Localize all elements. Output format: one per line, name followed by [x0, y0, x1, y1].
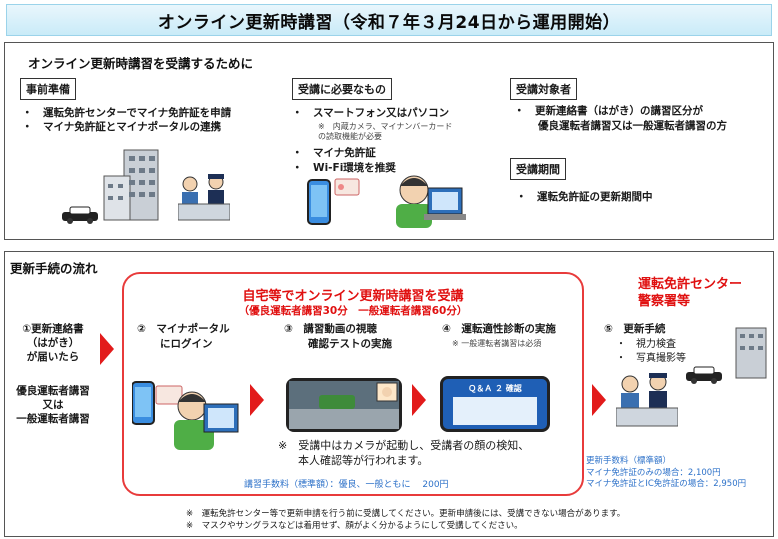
course-fee: 講習手数料（標準額）：優良、一般ともに 200円 [244, 480, 449, 490]
login-illustration-icon [131, 366, 240, 456]
step3-label: ③ 講習動画の視聴 [284, 323, 377, 335]
mynumber-card-icon [334, 178, 360, 196]
footnote: ※ マスクやサングラスなどは着用せず、顔がよく分かるようにして受講してください。 [186, 521, 523, 531]
renewal-fee: 更新手数料（標準額） マイナ免許証のみの場合：2,100円 マイナ免許証とIC免… [586, 456, 747, 489]
needs-item-1: ・ スマートフォン又はパソコン [292, 107, 450, 119]
counter-staff-icon-2 [615, 372, 679, 428]
counter-staff-icon [177, 172, 231, 222]
flow-arrow-4 [592, 384, 606, 416]
needs-item-2: ・ マイナ免許証 [292, 147, 376, 159]
target-line-1: ・ 更新連絡書（はがき）の講習区分が [514, 105, 703, 117]
prep-item: ・ マイナ免許証とマイナポータルの連携 [22, 121, 222, 133]
flow-heading: 更新手続の流れ [10, 261, 98, 276]
license-center-label: 運転免許センター 警察署等 [638, 277, 743, 309]
prep-item: ・ 運転免許センターでマイナ免許証を申請 [22, 107, 232, 119]
step5-label: ⑤ 更新手続 [604, 323, 666, 335]
step4-note: ※ 一般運転者講習は必須 [452, 339, 542, 348]
step5-sublist: ・ 視力検査 ・ 写真撮影等 [616, 339, 686, 364]
requirements-heading: オンライン更新時講習を受講するために [28, 56, 254, 71]
police-car-icon-2 [684, 366, 724, 384]
home-course-box [122, 272, 584, 496]
target-line-2: 優良運転者講習又は一般運転者講習の方 [538, 120, 727, 132]
period-tag: 受講期間 [510, 158, 566, 180]
step1-notice: ①更新連絡書 （はがき） が届いたら [22, 323, 84, 363]
flow-section [4, 251, 774, 537]
target-tag: 受講対象者 [510, 78, 577, 100]
person-laptop-icon [388, 168, 468, 232]
prep-tag: 事前準備 [20, 78, 76, 100]
police-car-icon [60, 206, 100, 224]
aptitude-phone-screen: Ｑ＆Ａ ２ 確認 [440, 376, 550, 432]
step4-label: ④ 運転適性診断の実施 [442, 323, 556, 335]
step3-label-2: 確認テストの実施 [308, 338, 392, 350]
page-title: オンライン更新時講習（令和７年３月24日から運用開始） [6, 4, 772, 36]
police-building-icon [724, 324, 770, 380]
footnote: ※ 運転免許センター等で更新申請を行う前に受講してください。更新申請後には、受講… [186, 509, 626, 519]
course-types: 優良運転者講習 又は 一般運転者講習 [16, 385, 90, 425]
page-title-text: オンライン更新時講習（令和７年３月24日から運用開始） [157, 12, 621, 33]
home-course-subtitle: （優良運転者講習30分 一般運転者講習60分） [238, 305, 468, 317]
flow-arrow-3 [412, 384, 426, 416]
phone-screen-text: Ｑ＆Ａ ２ 確認 [468, 384, 522, 393]
footnotes: ※ 運転免許センター等で更新申請を行う前に受講してください。更新申請後には、受講… [186, 508, 625, 532]
home-course-title: 自宅等でオンライン更新時講習を受講 [242, 289, 464, 304]
smartphone-icon [306, 178, 334, 228]
needs-note: ※ 内蔵カメラ、マイナンバーカード [318, 122, 453, 131]
step2-label-2: にログイン [160, 338, 213, 350]
step2-label: ② マイナポータル [137, 323, 230, 335]
needs-tag: 受講に必要なもの [292, 78, 392, 100]
needs-item-3: ・ Wi-Fi環境を推奨 [292, 162, 396, 174]
license-center-building-icon [96, 146, 176, 224]
needs-note-2: の読取機能が必要 [318, 132, 382, 141]
video-phone-screen [286, 378, 402, 432]
requirements-section [4, 42, 774, 240]
flow-arrow-2 [250, 384, 264, 416]
prep-list: ・ 運転免許センターでマイナ免許証を申請 ・ マイナ免許証とマイナポータルの連携 [22, 106, 231, 134]
flow-arrow-1 [100, 333, 114, 365]
camera-note: ※ 受講中はカメラが起動し、受講者の顔の検知、 本人確認等が行われます。 [278, 439, 530, 467]
period-item: ・ 運転免許証の更新期間中 [516, 191, 653, 203]
